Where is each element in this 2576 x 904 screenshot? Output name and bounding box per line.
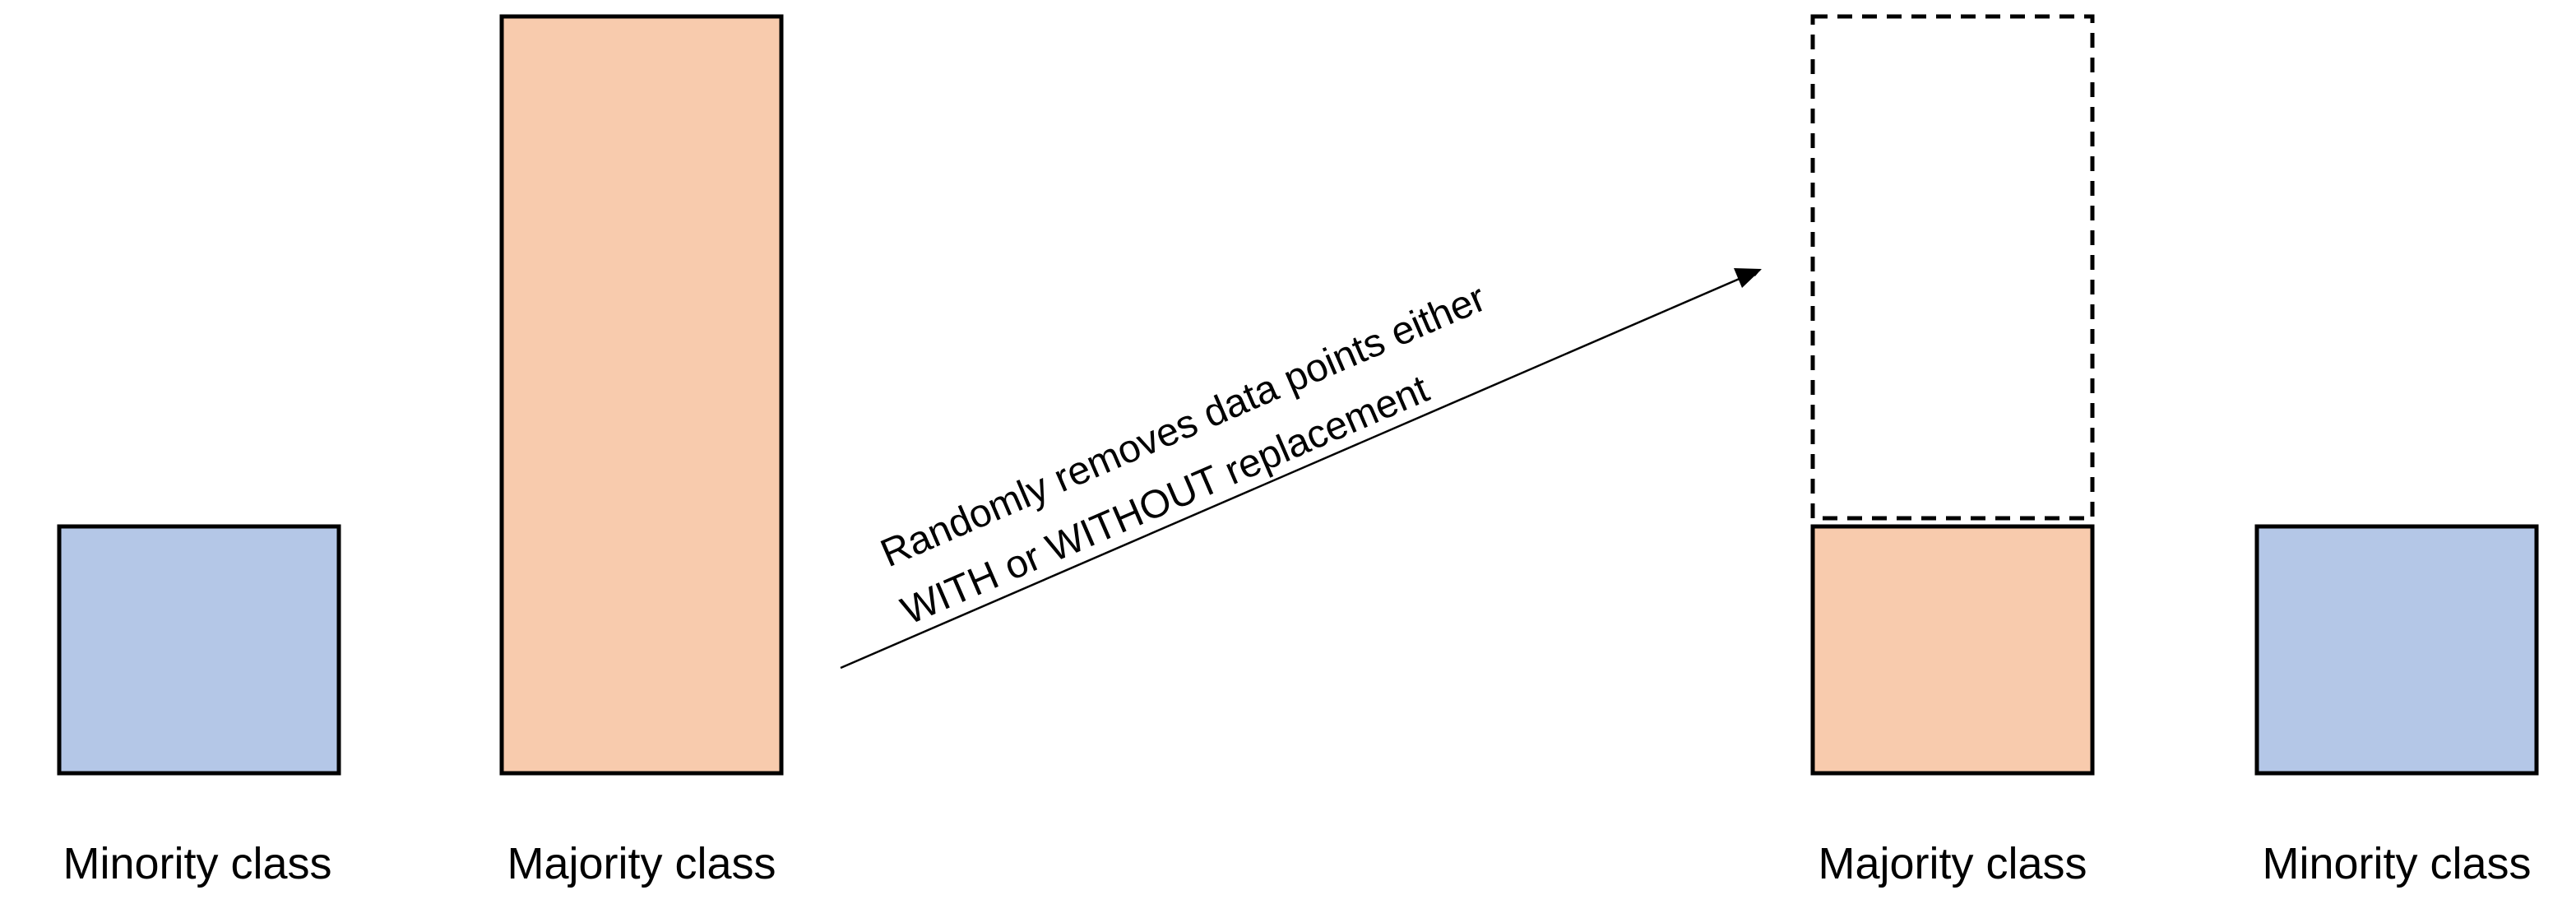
after-majority-label: Majority class xyxy=(1818,839,2087,888)
before-minority-label: Minority class xyxy=(63,839,331,888)
after-minority-bar xyxy=(2254,524,2539,776)
after-majority-bar xyxy=(1810,524,2095,776)
after-removed-majority-outline xyxy=(1810,14,2095,521)
undersampling-arrow xyxy=(840,268,1761,670)
before-majority-bar xyxy=(499,14,784,776)
before-majority-label: Majority class xyxy=(507,839,776,888)
arrowhead-icon xyxy=(1734,268,1762,288)
before-minority-bar xyxy=(57,524,341,776)
after-minority-label: Minority class xyxy=(2262,839,2531,888)
